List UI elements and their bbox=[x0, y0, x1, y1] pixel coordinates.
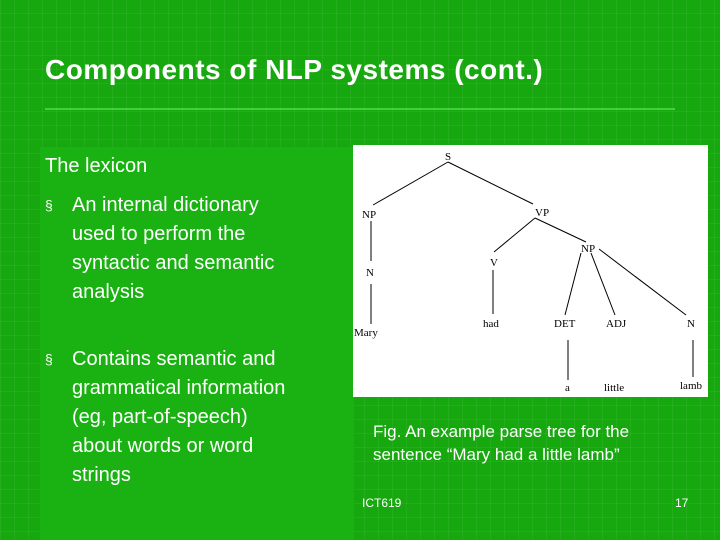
tree-edge bbox=[564, 252, 582, 316]
bullet-line: analysis bbox=[72, 281, 145, 303]
node-vp: VP bbox=[535, 207, 549, 219]
tree-nodes: S NP VP N V NP Mary had DET ADJ N a litt… bbox=[354, 151, 702, 394]
bullet-line: syntactic and semantic bbox=[72, 252, 275, 274]
figure-caption: Fig. An example parse tree for the sente… bbox=[373, 420, 629, 466]
node-n: N bbox=[687, 318, 695, 330]
section-heading: The lexicon bbox=[45, 155, 148, 177]
bullet-text: An internal dictionary used to perform t… bbox=[72, 191, 274, 307]
content-panel bbox=[40, 147, 354, 540]
footer-course: ICT619 bbox=[362, 496, 402, 510]
node-np: NP bbox=[581, 243, 595, 255]
bullet-line: Contains semantic and bbox=[72, 348, 276, 370]
node-det: DET bbox=[554, 318, 576, 330]
bullet-mark: § bbox=[45, 197, 53, 213]
slide-title: Components of NLP systems (cont.) bbox=[45, 54, 544, 85]
page-number: 17 bbox=[675, 496, 689, 510]
tree-edge bbox=[590, 252, 616, 316]
tree-edges bbox=[370, 161, 694, 380]
bullet-line: (eg, part-of-speech) bbox=[72, 406, 248, 428]
tree-edge bbox=[598, 248, 687, 316]
bullet-line: grammatical information bbox=[72, 377, 286, 399]
bullet-line: about words or word bbox=[72, 435, 254, 457]
caption-line: sentence “Mary had a little lamb” bbox=[373, 445, 620, 464]
node-v: V bbox=[490, 257, 498, 269]
parse-tree-diagram: S NP VP N V NP Mary had DET ADJ N a litt… bbox=[354, 151, 702, 394]
caption-line: Fig. An example parse tree for the bbox=[373, 422, 630, 441]
node-s: S bbox=[445, 151, 451, 163]
node-adj: ADJ bbox=[606, 318, 627, 330]
bullet-mark: § bbox=[45, 351, 53, 367]
parse-tree-figure: S NP VP N V NP Mary had DET ADJ N a litt… bbox=[353, 145, 708, 397]
tree-edge bbox=[447, 161, 534, 205]
word-little: little bbox=[604, 382, 624, 394]
tree-edge bbox=[493, 217, 536, 253]
word-lamb: lamb bbox=[680, 380, 702, 392]
node-np: NP bbox=[362, 209, 376, 221]
tree-edge bbox=[534, 217, 587, 243]
word-a: a bbox=[565, 382, 570, 394]
node-n: N bbox=[366, 267, 374, 279]
bullet-text: Contains semantic and grammatical inform… bbox=[72, 345, 285, 490]
bullet-line: An internal dictionary bbox=[72, 194, 259, 216]
word-mary: Mary bbox=[354, 327, 378, 339]
tree-edge bbox=[372, 161, 449, 206]
bullet-line: strings bbox=[72, 464, 131, 486]
bullet-line: used to perform the bbox=[72, 223, 246, 245]
title-divider bbox=[45, 108, 675, 110]
word-had: had bbox=[483, 318, 499, 330]
